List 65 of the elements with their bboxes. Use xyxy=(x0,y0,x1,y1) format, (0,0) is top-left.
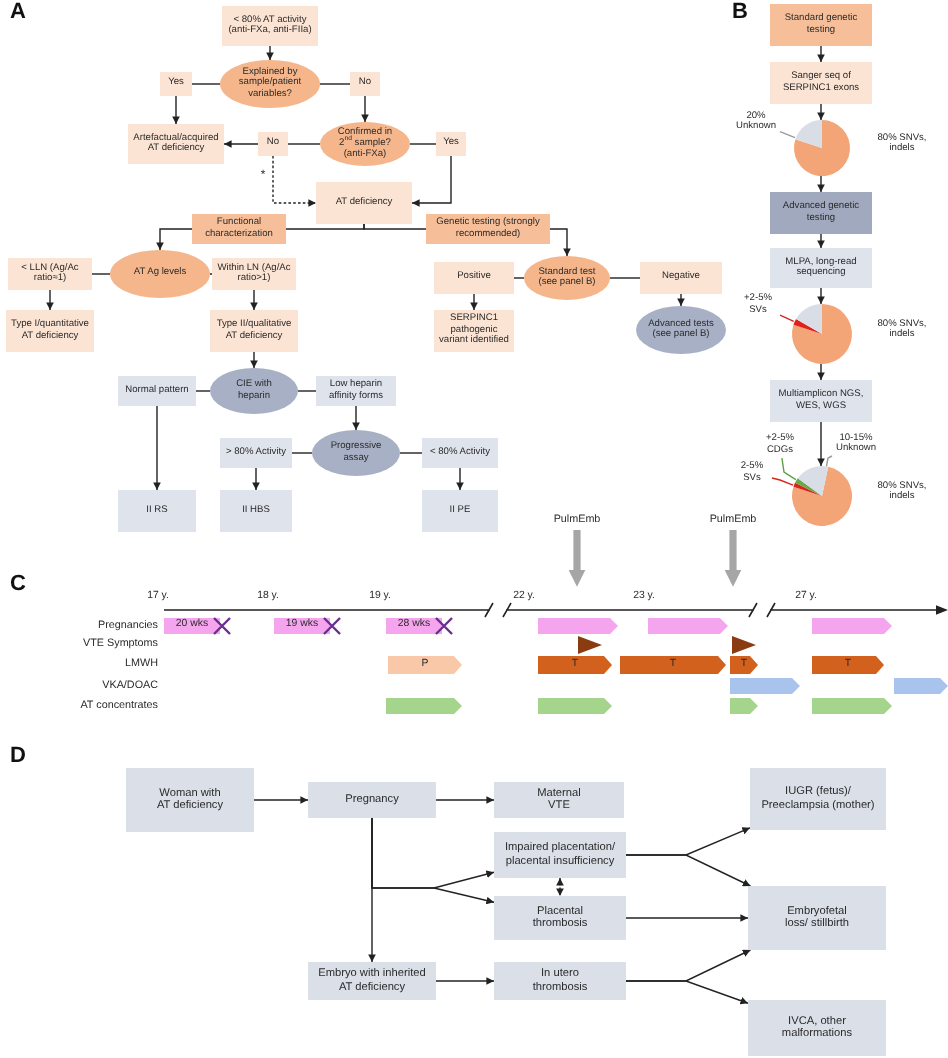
arrow xyxy=(172,95,180,125)
timeline-bar xyxy=(730,678,800,694)
arrow xyxy=(677,293,685,307)
arrow xyxy=(368,817,376,963)
arrow xyxy=(625,980,749,1005)
leader-line xyxy=(825,455,833,468)
arrow xyxy=(250,289,258,311)
connector-line xyxy=(191,83,221,85)
arrow xyxy=(223,140,259,148)
arrow xyxy=(435,796,495,804)
timeline-bar xyxy=(894,678,948,694)
arrow xyxy=(817,175,825,193)
arrow xyxy=(625,854,752,887)
arrow xyxy=(625,914,749,922)
arrow xyxy=(411,155,452,207)
arrow xyxy=(435,977,495,985)
connector-line xyxy=(399,452,423,454)
arrow xyxy=(156,228,193,251)
connector-line xyxy=(363,223,427,230)
panel-label: B xyxy=(730,0,750,24)
arrow xyxy=(817,421,825,467)
arrow xyxy=(456,467,464,491)
timeline-bar xyxy=(538,698,612,714)
arrow xyxy=(724,530,742,587)
arrow xyxy=(470,293,478,311)
panel-label: D xyxy=(8,744,28,768)
arrow xyxy=(250,351,258,369)
connector-line xyxy=(287,143,321,145)
connector-line xyxy=(513,277,525,279)
leader-line xyxy=(771,477,794,486)
arrow xyxy=(352,405,360,431)
arrow xyxy=(817,45,825,63)
timeline-bar xyxy=(648,618,728,634)
arrow xyxy=(266,45,274,61)
arrow xyxy=(252,467,260,491)
arrow xyxy=(253,796,309,804)
connector-line xyxy=(297,390,317,392)
arrow xyxy=(817,103,825,121)
connector-line xyxy=(285,223,365,230)
timeline-bar xyxy=(386,698,462,714)
timeline-bar xyxy=(730,698,758,714)
arrow xyxy=(817,363,825,381)
timeline-bar xyxy=(812,698,892,714)
connector-line xyxy=(609,277,641,279)
timeline-bar xyxy=(812,618,892,634)
arrow xyxy=(272,155,317,207)
arrow xyxy=(817,287,825,305)
leader-line xyxy=(781,457,797,481)
connector-line xyxy=(409,143,437,145)
arrow xyxy=(46,289,54,311)
connector-line xyxy=(195,390,211,392)
connector-line xyxy=(319,83,351,85)
arrow xyxy=(556,877,564,897)
arrow xyxy=(361,95,369,123)
arrow xyxy=(568,530,586,587)
arrow xyxy=(817,233,825,249)
panel-label: C xyxy=(8,572,28,596)
connector-line xyxy=(91,273,111,275)
timeline-bar xyxy=(538,618,618,634)
leader-line xyxy=(779,130,796,139)
connector-line xyxy=(291,452,313,454)
panel-label: A xyxy=(8,0,28,24)
leader-line xyxy=(779,314,795,323)
arrow xyxy=(549,228,571,257)
arrow xyxy=(153,405,161,491)
